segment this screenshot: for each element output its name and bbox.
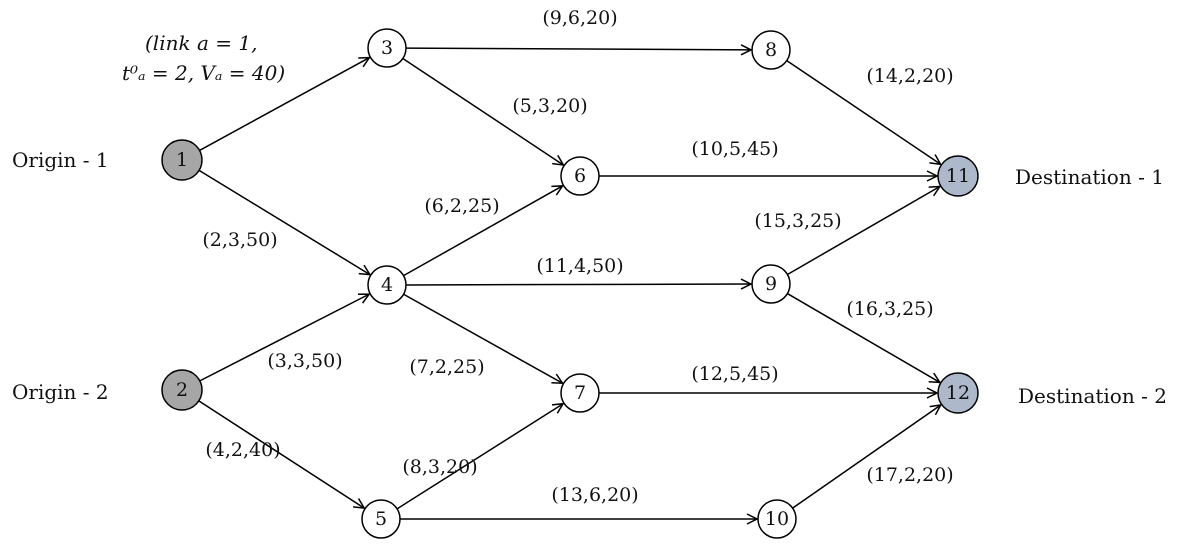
node-id: 2 [176,379,188,401]
node-circle [751,30,791,70]
link-4-6 [403,186,563,277]
node-5: 5 [361,499,401,539]
link-label-3-8: (9,6,20) [542,7,617,29]
node-6: 6 [560,156,600,196]
link-1-3 [199,58,370,152]
link-4-7 [403,293,563,383]
node-id: 7 [574,382,586,404]
link-label-6-11: (10,5,45) [691,138,778,160]
link-label-1-4: (2,3,50) [202,229,277,251]
node-circle [937,372,979,414]
node-circle [367,265,407,305]
link-4-9 [405,284,751,285]
node-circle [560,156,600,196]
node-1: 1 [161,139,203,181]
link-2-4 [199,294,369,382]
node-11: 11 [937,155,979,197]
link-10-12 [792,405,941,509]
link-label-5-10: (13,6,20) [551,484,638,506]
link-annotation-line2: t⁰ₐ = 2, Vₐ = 40) [122,61,285,85]
link-label-4-6: (6,2,25) [424,195,499,217]
node-id: 3 [381,37,393,59]
link-annotation-line1: (link a = 1, [145,31,257,55]
link-2-5 [198,400,364,508]
node-circle [367,28,407,68]
link-3-8 [405,48,751,50]
node-circle [161,139,203,181]
node-8: 8 [751,30,791,70]
node-id: 12 [946,382,970,404]
link-1-4 [198,169,370,274]
link-label-3-6: (5,3,20) [512,95,587,117]
node-7: 7 [560,373,600,413]
link-3-6 [402,57,563,165]
link-label-4-9: (11,4,50) [536,255,623,277]
node-id: 11 [946,165,970,187]
link-label-4-7: (7,2,25) [409,356,484,378]
link-label-7-12: (12,5,45) [691,363,778,385]
link-label-9-11: (15,3,25) [754,210,841,232]
node-id: 1 [176,149,188,171]
node-id: 5 [375,508,387,530]
link-label-2-4: (3,3,50) [267,350,342,372]
node-10: 10 [757,499,797,539]
node-id: 9 [765,273,777,295]
node-4: 4 [367,265,407,305]
node-3: 3 [367,28,407,68]
node-circle [751,264,791,304]
node-circle [161,369,203,411]
link-9-11 [787,187,939,276]
link-label-10-12: (17,2,20) [866,464,953,486]
destination-2-label: Destination - 2 [1018,384,1167,408]
link-label-8-11: (14,2,20) [866,65,953,87]
node-2: 2 [161,369,203,411]
node-id: 8 [765,39,777,61]
origin-2-label: Origin - 2 [12,380,109,404]
node-circle [937,155,979,197]
link-label-2-5: (4,2,40) [205,439,280,461]
node-circle [757,499,797,539]
link-8-11 [786,59,941,165]
node-id: 4 [381,274,393,296]
node-id: 6 [574,165,586,187]
node-circle [361,499,401,539]
node-circle [560,373,600,413]
node-id: 10 [765,508,789,530]
node-12: 12 [937,372,979,414]
link-label-5-7: (8,3,20) [402,456,477,478]
destination-1-label: Destination - 1 [1015,165,1164,189]
link-5-7 [396,404,563,510]
origin-1-label: Origin - 1 [12,148,109,172]
link-label-9-12: (16,3,25) [846,298,933,320]
node-9: 9 [751,264,791,304]
link-9-12 [787,292,939,383]
